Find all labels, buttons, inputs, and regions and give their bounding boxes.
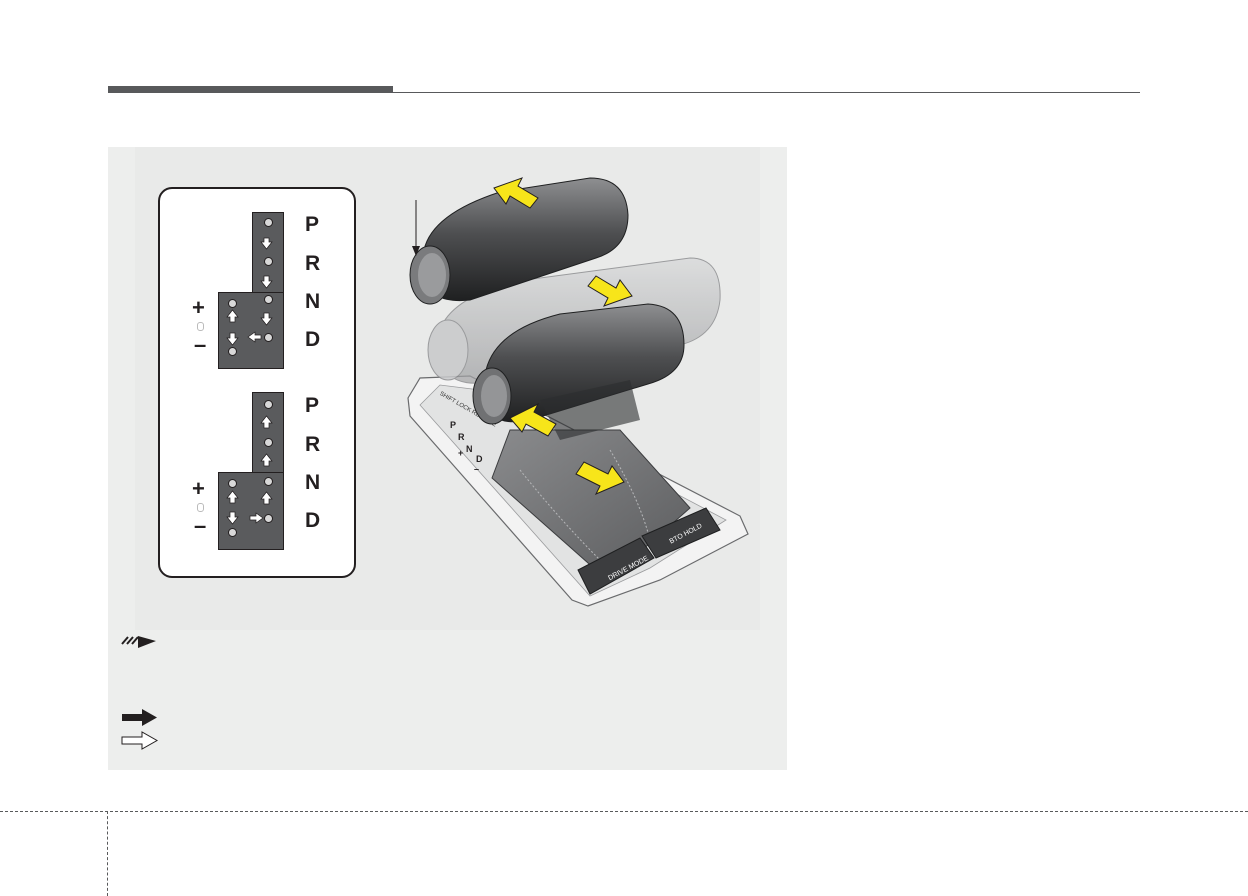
shift-lock-pointer-arrowhead — [412, 246, 420, 256]
drive-mode-button — [577, 537, 655, 595]
position-r-bottom: R — [305, 433, 321, 456]
console-gate-minus: – — [474, 464, 479, 474]
console-gate-r: R — [458, 432, 465, 442]
plus-label-top: + — [192, 295, 205, 320]
header-bar-thick — [108, 86, 393, 93]
console-gate-d: D — [476, 454, 483, 464]
footer-vertical-dashed-rule — [107, 811, 108, 896]
console-gate-plus: + — [458, 448, 463, 458]
yellow-arrow-pull-minus — [575, 461, 625, 495]
yellow-arrow-push-plus — [509, 402, 557, 437]
solid-arrow-icon — [122, 709, 157, 726]
position-n-bottom: N — [305, 471, 321, 494]
shift-knob-top — [409, 177, 629, 305]
position-d-bottom: D — [305, 509, 321, 532]
plus-label-bottom: + — [192, 476, 205, 501]
position-p-top: P — [305, 213, 320, 236]
position-p-bottom: P — [305, 394, 320, 417]
console-gate-n: N — [466, 444, 473, 454]
yellow-arrow-pull-back-top — [587, 275, 633, 307]
console-gate-p: P — [450, 420, 456, 430]
minus-label-bottom: – — [194, 513, 207, 538]
header-rule — [393, 92, 1140, 93]
minus-label-top: – — [194, 332, 207, 357]
outline-arrow-icon — [121, 731, 159, 750]
yellow-arrow-push-forward — [493, 177, 539, 209]
shift-knob-current — [472, 303, 685, 440]
position-r-top: R — [305, 252, 321, 275]
footer-dashed-rule — [0, 811, 1248, 812]
position-d-top: D — [305, 328, 321, 351]
manual-indicator-bottom — [197, 503, 204, 512]
auto-hold-button — [641, 507, 721, 559]
hatched-arrow-icon — [121, 636, 156, 648]
manual-indicator-top — [197, 322, 204, 331]
position-n-top: N — [305, 290, 321, 313]
